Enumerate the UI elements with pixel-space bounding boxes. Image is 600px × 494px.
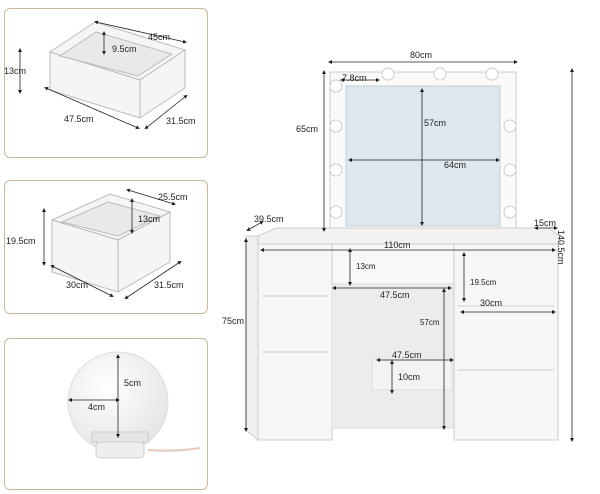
top-width-label: 110cm [384, 240, 411, 250]
mirror-height-label: 65cm [296, 124, 319, 134]
right-ledge-label: 15cm [534, 218, 557, 228]
vanity-dims [244, 60, 574, 442]
bulb-radius-label: 4cm [88, 402, 106, 412]
drawer2-side-label: 31.5cm [154, 280, 184, 290]
bar-width-label: 47.5cm [392, 350, 422, 360]
knee-height-label: 57cm [420, 318, 440, 327]
drawer2-inner-label: 13cm [138, 214, 161, 224]
vanity-drawing [245, 67, 561, 442]
bar-height-label: 10cm [398, 372, 421, 382]
drawer2-height-label: 19.5cm [6, 236, 36, 246]
drawer-2-dims [42, 188, 182, 300]
bulb-height-label: 5cm [124, 378, 142, 388]
table-height-label: 75cm [222, 316, 245, 326]
bulb-dims [68, 354, 120, 438]
drawer1-side-label: 31.5cm [166, 116, 196, 126]
depth-label: 39.5cm [254, 214, 284, 224]
mirror-inner-height-label: 57cm [424, 118, 447, 128]
drawer1-height-label: 13cm [4, 66, 27, 76]
drawer2-width-label: 25.5cm [158, 192, 188, 202]
drawer-2-drawing [50, 193, 172, 293]
side-drawer-height-label: 19.5cm [470, 278, 497, 287]
drawer1-width-label: 45cm [148, 32, 171, 42]
drawer1-inner-label: 9.5cm [112, 44, 137, 54]
drawer2-depth-label: 30cm [66, 280, 89, 290]
drawer-height-label: 13cm [356, 262, 376, 271]
mirror-width-label: 80cm [410, 50, 433, 60]
mirror-inner-width-label: 64cm [444, 160, 467, 170]
right-drawer-width-label: 30cm [480, 298, 503, 308]
drawer1-depth-label: 47.5cm [64, 114, 94, 124]
drawer-1-dims [18, 20, 188, 130]
total-height-label: 140.5cm [556, 230, 566, 265]
bulb-offset-label: 7.8cm [342, 73, 367, 83]
knee-width-label: 47.5cm [380, 290, 410, 300]
